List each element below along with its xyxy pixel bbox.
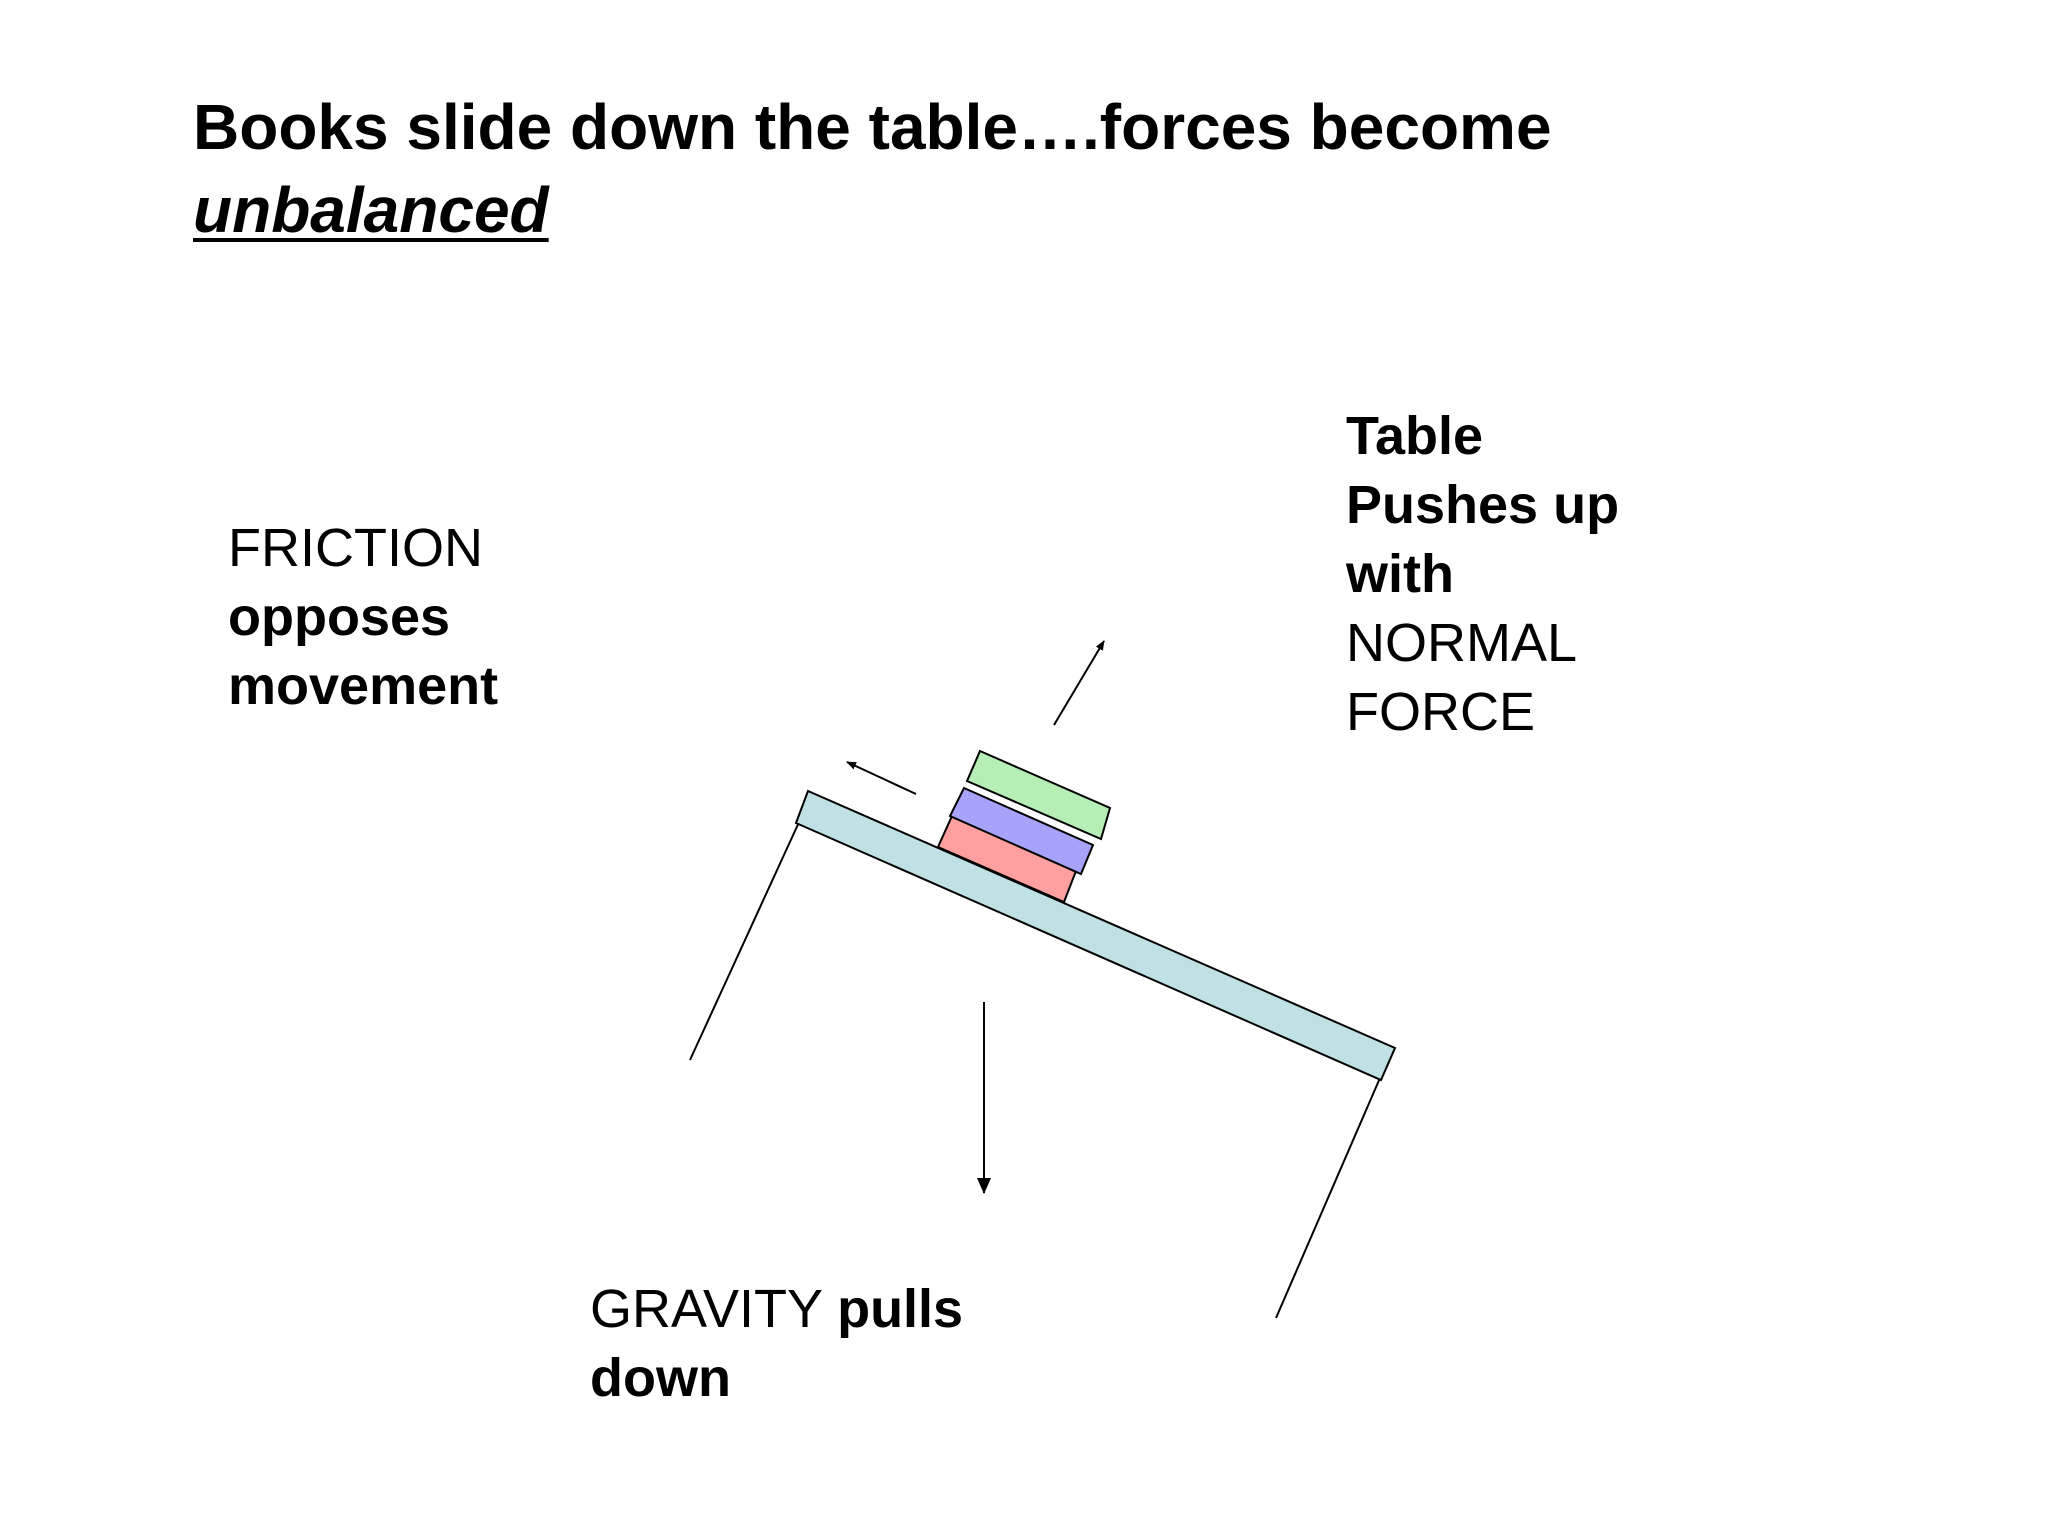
title-emphasis-text: unbalanced [193,174,549,246]
gravity-label: GRAVITY pulls down [590,1275,1110,1413]
friction-label: FRICTION opposes movement [228,514,548,721]
gravity-label-word2: pulls [837,1279,964,1339]
table-leg-right [1275,1077,1381,1319]
normal-label-line3: with [1346,544,1454,604]
book-middle [948,786,1095,876]
friction-label-line3: movement [228,656,499,716]
friction-label-line2: opposes [228,587,451,647]
normal-label-line4: NORMAL [1346,613,1578,673]
slide-title: Books slide down the table….forces becom… [193,86,1893,252]
title-main-text: Books slide down the table….forces becom… [193,91,1552,163]
gravity-label-word1: GRAVITY [590,1279,823,1339]
table-leg-left [689,819,801,1061]
normal-label-line1: Table [1346,406,1484,466]
normal-label-line2: Pushes up [1346,475,1620,535]
gravity-label-line2: down [590,1348,731,1408]
table-top [794,789,1397,1082]
normal-label-line5: FORCE [1346,682,1535,742]
friction-label-line1: FRICTION [228,518,483,578]
normal-force-arrow [1053,640,1105,726]
friction-arrow [846,761,917,795]
book-top [965,749,1112,841]
